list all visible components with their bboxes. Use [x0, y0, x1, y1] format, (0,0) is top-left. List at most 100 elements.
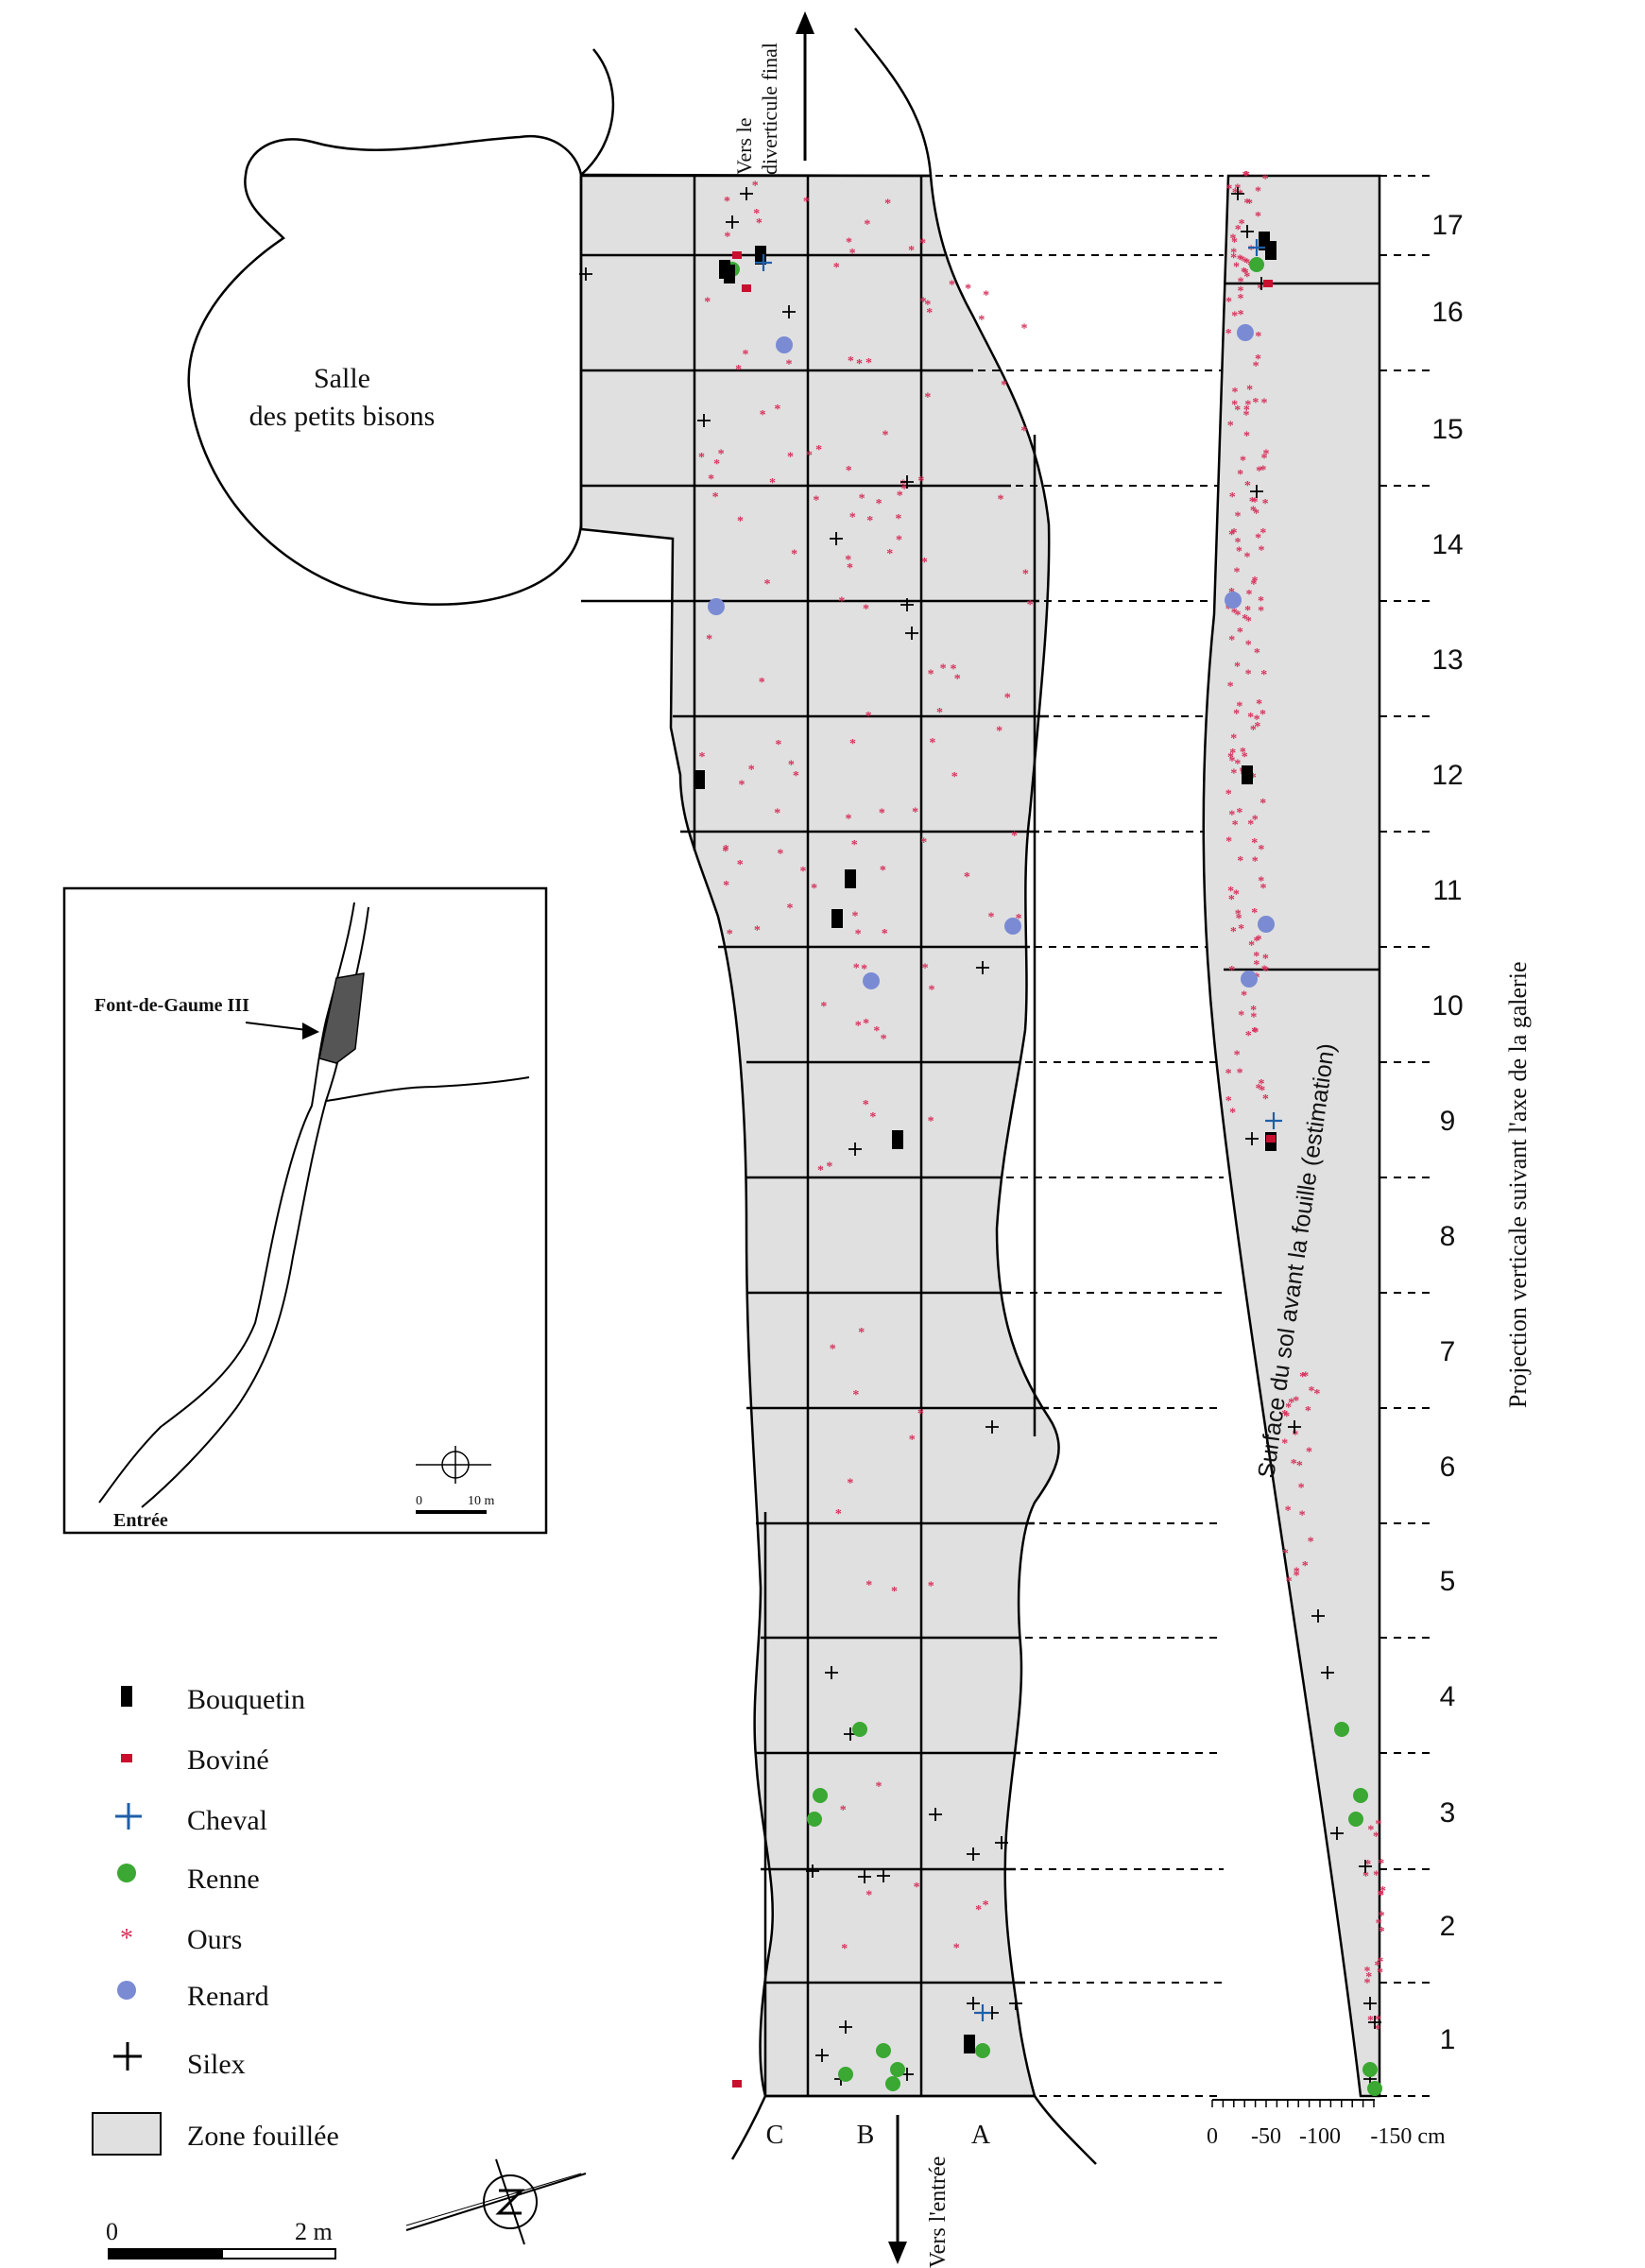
ours-marker: *: [900, 477, 906, 491]
ours-marker: *: [1245, 614, 1252, 628]
ours-marker: *: [1233, 707, 1240, 721]
silex-marker: [1330, 1827, 1344, 1840]
ours-marker: *: [1254, 646, 1260, 661]
bovine-marker: [742, 284, 751, 292]
ours-marker: *: [1228, 809, 1235, 823]
silex-marker: [1241, 225, 1254, 238]
ours-marker: *: [849, 510, 856, 524]
salle-outline: [187, 134, 583, 606]
ours-marker: *: [737, 514, 744, 528]
ours-marker: *: [1378, 1857, 1384, 1871]
ours-marker: *: [864, 218, 870, 232]
ours-marker: *: [1233, 887, 1240, 902]
ours-marker: *: [1249, 495, 1256, 509]
ours-marker: *: [921, 556, 928, 570]
ours-marker: *: [863, 1098, 869, 1112]
ours-marker: *: [1262, 447, 1269, 461]
ours-marker: *: [1250, 505, 1257, 519]
renne-marker: [885, 2076, 900, 2091]
ours-marker: *: [1243, 404, 1250, 418]
ours-marker: *: [1258, 874, 1264, 888]
legend-zone-icon: [92, 2112, 162, 2156]
ours-marker: *: [1236, 806, 1242, 820]
ours-marker: *: [949, 278, 955, 292]
renard-marker: [776, 336, 793, 353]
cave-wall-bottom-left: [730, 2095, 767, 2160]
ours-marker: *: [1259, 526, 1266, 541]
ours-marker: *: [788, 758, 795, 772]
ours-marker: *: [1260, 452, 1267, 466]
ours-marker: *: [1259, 464, 1266, 478]
depth-tick-100: -100: [1299, 2124, 1341, 2149]
ours-marker: *: [1234, 661, 1241, 675]
bouquetin-marker: [831, 909, 843, 928]
ours-marker: *: [1237, 1066, 1243, 1080]
top-arrow-label-2: diverticule final: [758, 43, 781, 175]
ours-marker: *: [1245, 639, 1252, 653]
silex-marker: [825, 1666, 838, 1679]
ours-marker: *: [1255, 210, 1261, 224]
ours-marker: *: [1240, 746, 1246, 760]
ours-marker: *: [775, 738, 781, 752]
ours-marker: *: [914, 1881, 920, 1895]
ours-marker: *: [876, 1779, 882, 1794]
north-arrow-icon: [405, 2158, 587, 2245]
depth-ticks: [1211, 2100, 1375, 2107]
ours-marker: *: [863, 603, 869, 617]
ours-marker: *: [1242, 256, 1248, 270]
projection-axis-title: Projection verticale suivant l'axe de la…: [1504, 962, 1532, 1408]
ours-marker: *: [1228, 528, 1235, 542]
row-label: 7: [1440, 1336, 1456, 1367]
renne-marker: [1353, 1788, 1368, 1803]
inset-scale-start: 0: [416, 1494, 422, 1508]
renne-marker: [975, 2043, 990, 2058]
ours-marker: *: [846, 235, 852, 249]
ours-marker: *: [1257, 282, 1263, 296]
row-label: 1: [1440, 2024, 1456, 2055]
ours-marker: *: [787, 451, 794, 465]
ours-marker: *: [863, 1017, 869, 1031]
ours-marker: *: [1288, 1396, 1294, 1410]
row-label: 6: [1440, 1452, 1456, 1483]
ours-marker: *: [1299, 1509, 1306, 1523]
ours-marker: *: [1227, 751, 1234, 765]
ours-marker: *: [1262, 173, 1269, 187]
ours-marker: *: [978, 314, 985, 328]
ours-marker: *: [1011, 829, 1018, 843]
ours-marker: *: [764, 577, 771, 592]
bouquetin-marker: [892, 1130, 903, 1149]
ours-marker: *: [1246, 197, 1253, 211]
top-arrow-label-1: Vers le: [732, 118, 756, 175]
ours-marker: *: [1255, 1082, 1261, 1096]
ours-marker: *: [1377, 1966, 1383, 1980]
ours-marker: *: [706, 632, 712, 646]
ours-marker: *: [1241, 266, 1247, 280]
column-label-c: C: [766, 2121, 784, 2150]
legend-label-renne: Renne: [187, 1864, 260, 1895]
ours-marker: *: [845, 813, 851, 827]
ours-marker: *: [1248, 243, 1255, 257]
ours-marker: *: [1256, 933, 1262, 947]
ours-marker: *: [1248, 938, 1255, 953]
ours-marker: *: [1281, 1436, 1288, 1451]
scale-start: 0: [106, 2218, 118, 2245]
renne-marker: [876, 2043, 891, 2058]
renard-marker: [1004, 918, 1021, 935]
ours-marker: *: [1253, 958, 1259, 972]
renne-marker: [1362, 2062, 1378, 2077]
cave-wall-top-right: [854, 27, 933, 177]
ours-marker: *: [1253, 359, 1259, 373]
ours-marker: *: [1230, 767, 1237, 782]
ours-marker: *: [1225, 1094, 1232, 1108]
renard-marker: [1241, 971, 1258, 988]
ours-marker: *: [1306, 1446, 1312, 1460]
ours-marker: *: [940, 662, 947, 676]
ours-marker: *: [1234, 1049, 1241, 1063]
ours-marker: *: [1229, 747, 1236, 761]
ours-marker: *: [1262, 1092, 1269, 1107]
ours-marker: *: [1305, 1404, 1311, 1418]
bottom-arrow-label: Vers l'entrée: [926, 2156, 951, 2268]
cave-wall-bottom-right: [1033, 2095, 1097, 2165]
ours-marker: *: [1363, 1977, 1370, 1991]
